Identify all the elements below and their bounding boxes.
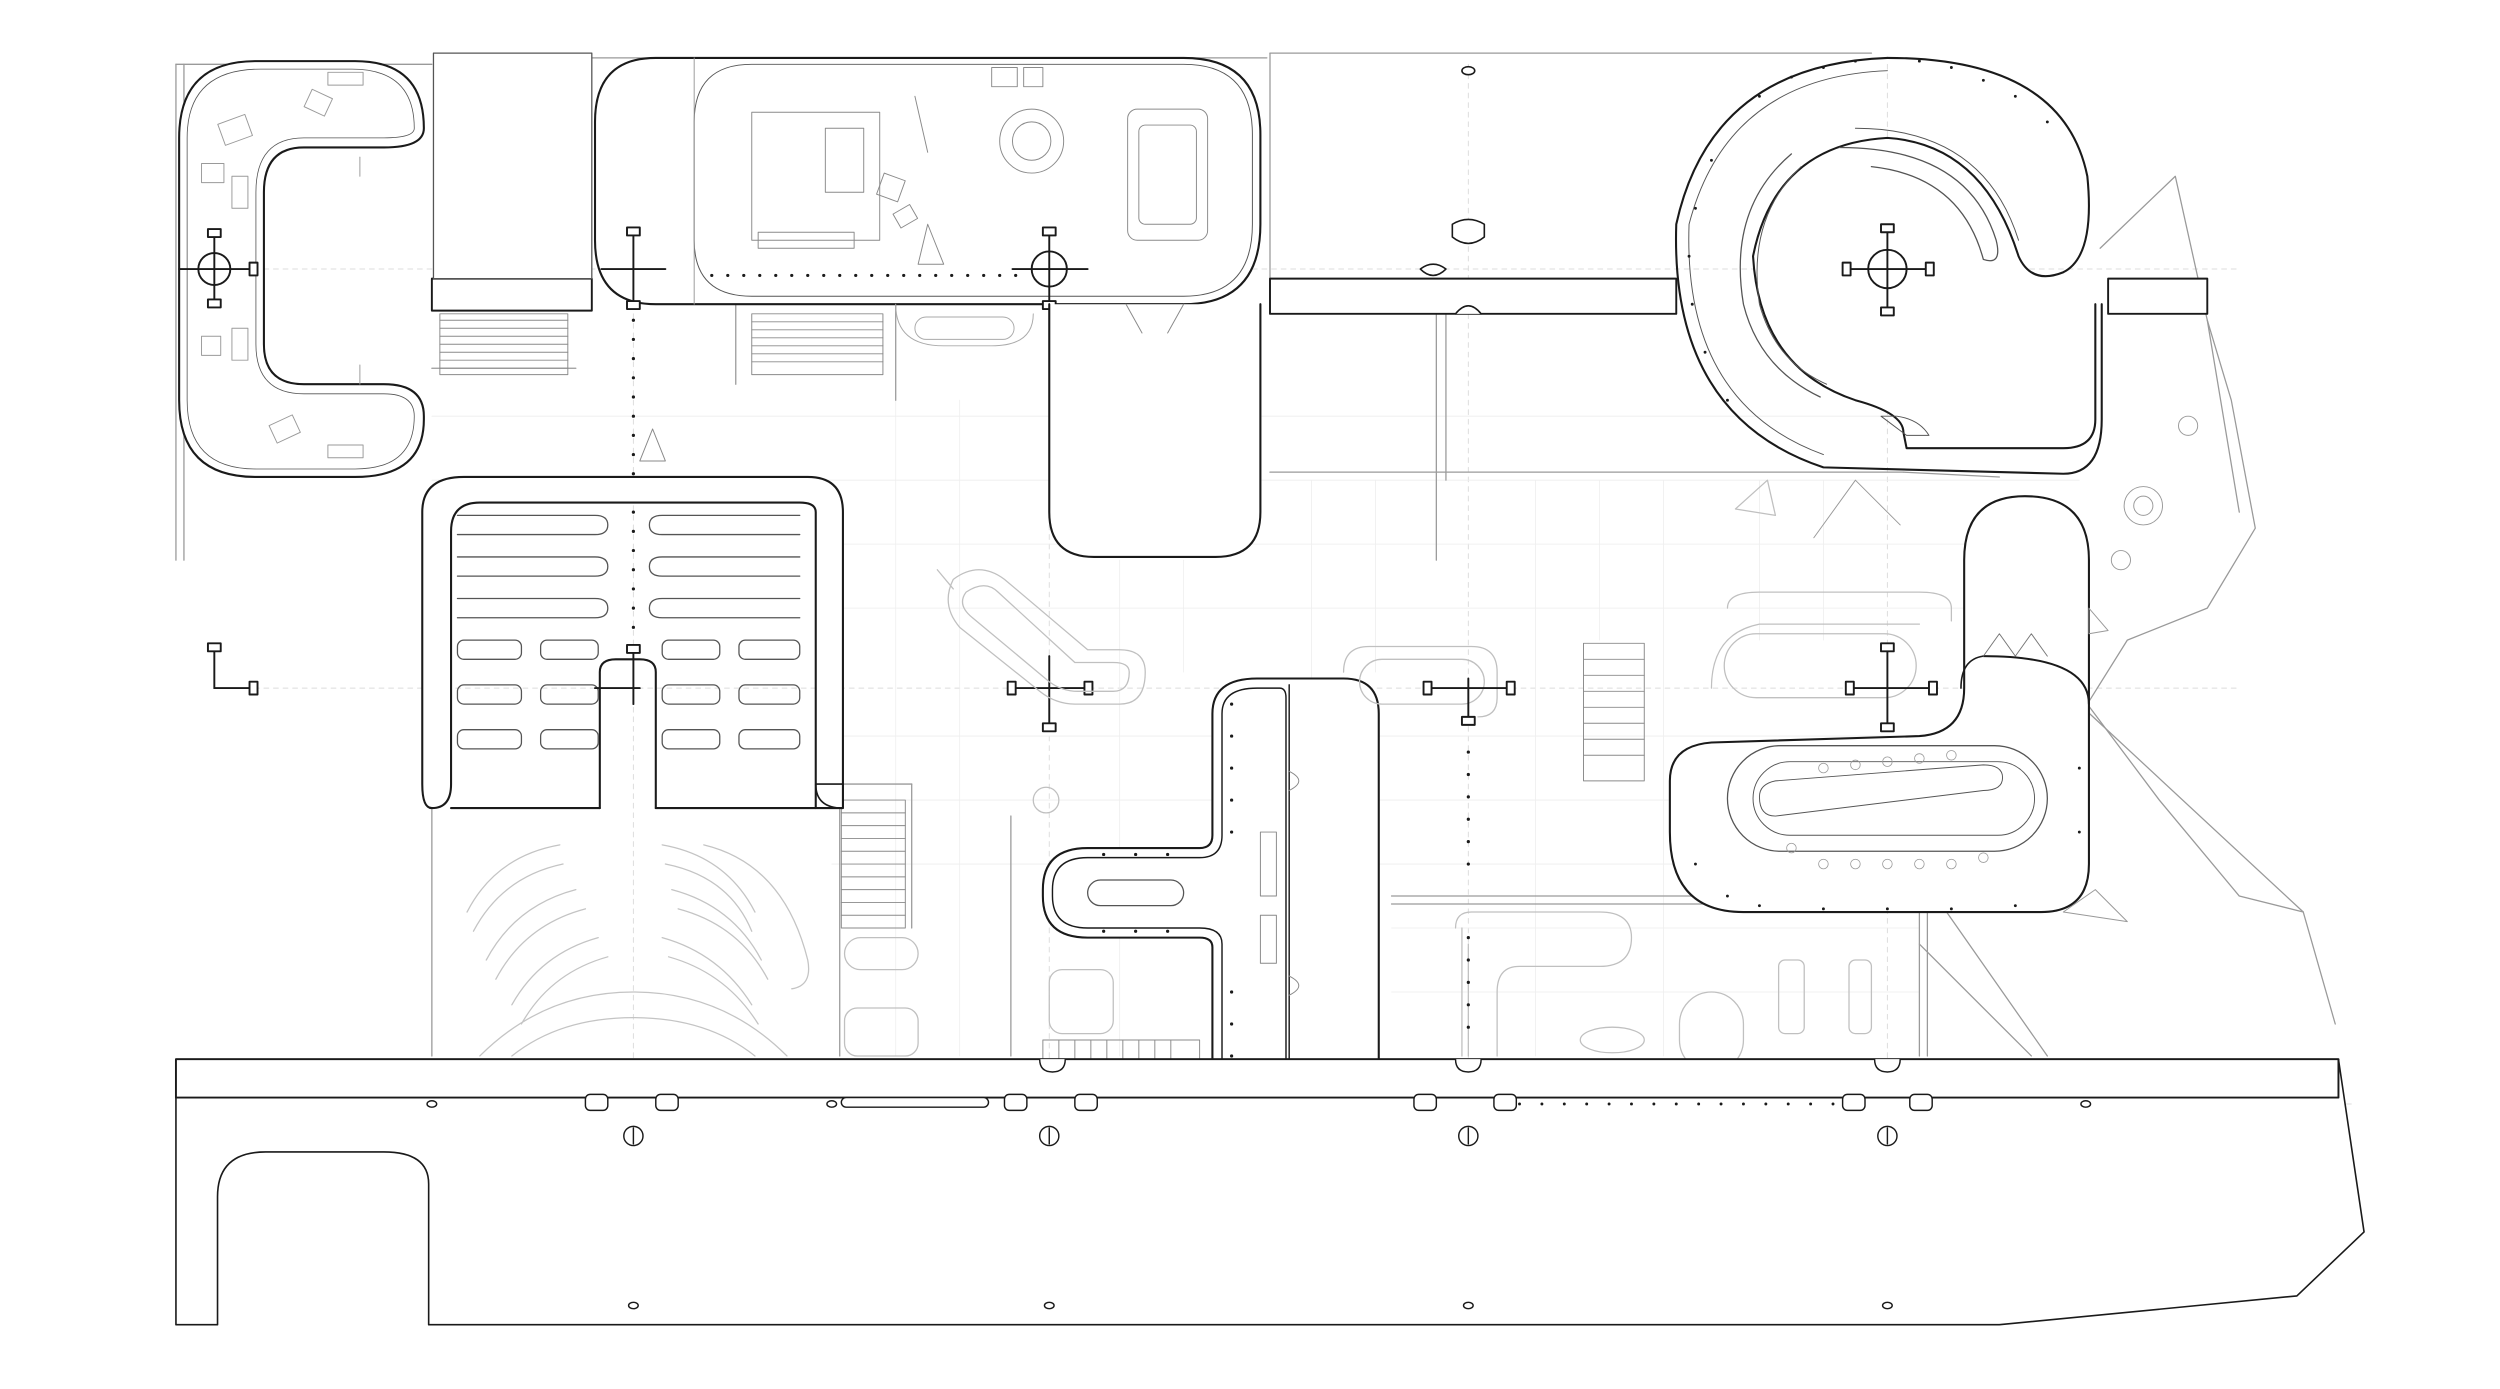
room-spiral-northeast	[1674, 56, 2103, 539]
column-marker	[1844, 642, 1938, 733]
pier-markers	[623, 1125, 1898, 1310]
slab-outline	[1751, 56, 2097, 450]
column-marker	[1419, 65, 1486, 315]
column-marker	[206, 642, 259, 696]
south-podium	[174, 1058, 2365, 1326]
column-marker	[1841, 223, 1935, 317]
room-auditorium	[421, 428, 844, 810]
staircase-south	[1042, 1039, 1201, 1060]
staircase-north	[439, 313, 569, 376]
staircase-north-2	[751, 313, 884, 376]
perforation-dots	[1694, 766, 2081, 911]
core-wall-shaft	[432, 52, 593, 280]
slab-outline	[1668, 495, 2090, 914]
perforation-dots	[631, 273, 1018, 629]
perforation-dots	[1687, 59, 2049, 402]
room-north-middle	[593, 56, 1262, 629]
perforation-dots	[1102, 702, 1234, 1058]
column-marker	[1422, 677, 1516, 726]
room-central-cross	[1006, 655, 1380, 1122]
column-marker	[600, 226, 667, 310]
staircase-east	[1583, 642, 1645, 782]
bench-rows	[456, 514, 801, 750]
slab-outline	[1041, 677, 1380, 1122]
slab-outline	[421, 475, 844, 810]
perforation-dots	[1466, 750, 1470, 1029]
column-marker	[178, 228, 259, 309]
room-dropped-extension	[895, 303, 1262, 558]
slab-outline	[178, 60, 425, 479]
podium-outline	[175, 1058, 2365, 1326]
column-marker	[1006, 655, 1094, 733]
podium-beam	[174, 1058, 2340, 1099]
core-wall-north-left	[430, 277, 593, 312]
room-northwest-c	[178, 60, 425, 479]
slab-outline	[1048, 303, 1262, 558]
column-marker	[594, 643, 641, 706]
arc-seating	[466, 844, 810, 1057]
room-snake-southeast	[1668, 415, 2199, 923]
slab-outline	[593, 56, 1262, 306]
staircase-center	[840, 799, 906, 929]
perforation-dots	[1518, 1102, 1835, 1106]
core-wall-north-right	[2107, 277, 2209, 315]
